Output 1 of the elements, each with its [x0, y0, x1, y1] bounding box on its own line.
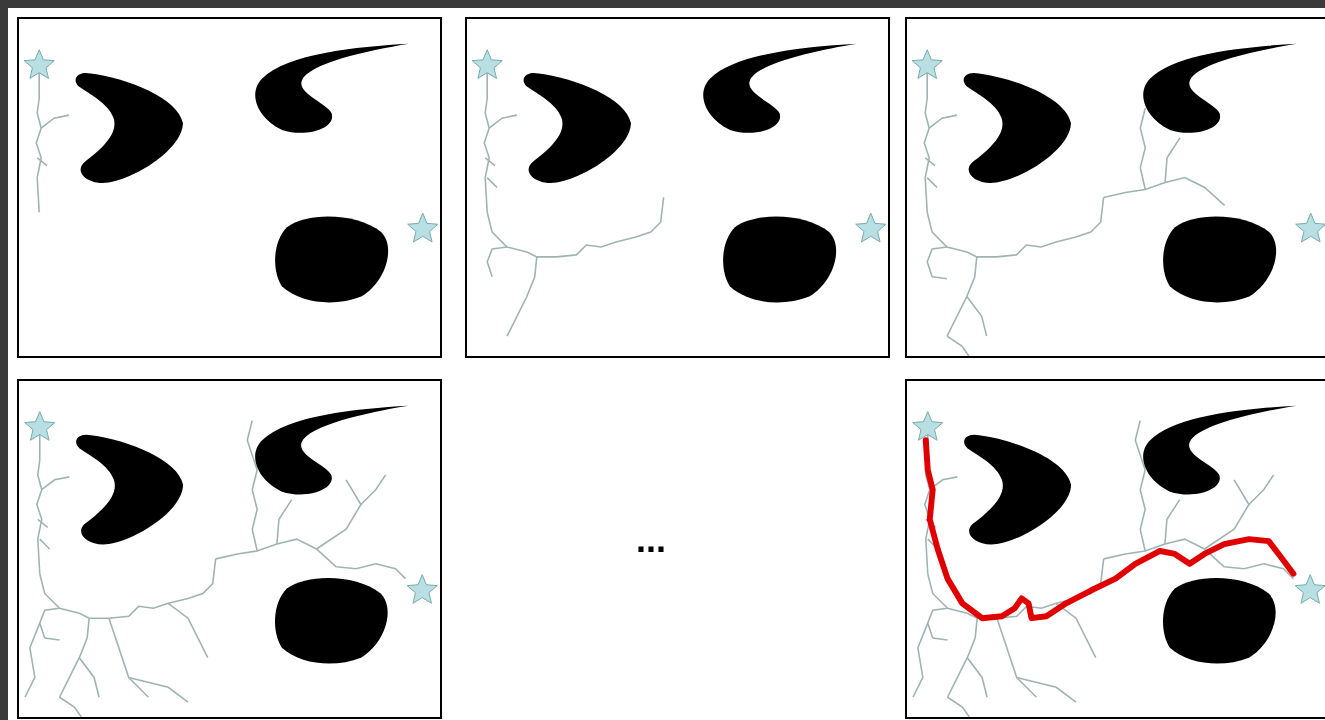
ellipsis-text: ... [636, 522, 666, 558]
